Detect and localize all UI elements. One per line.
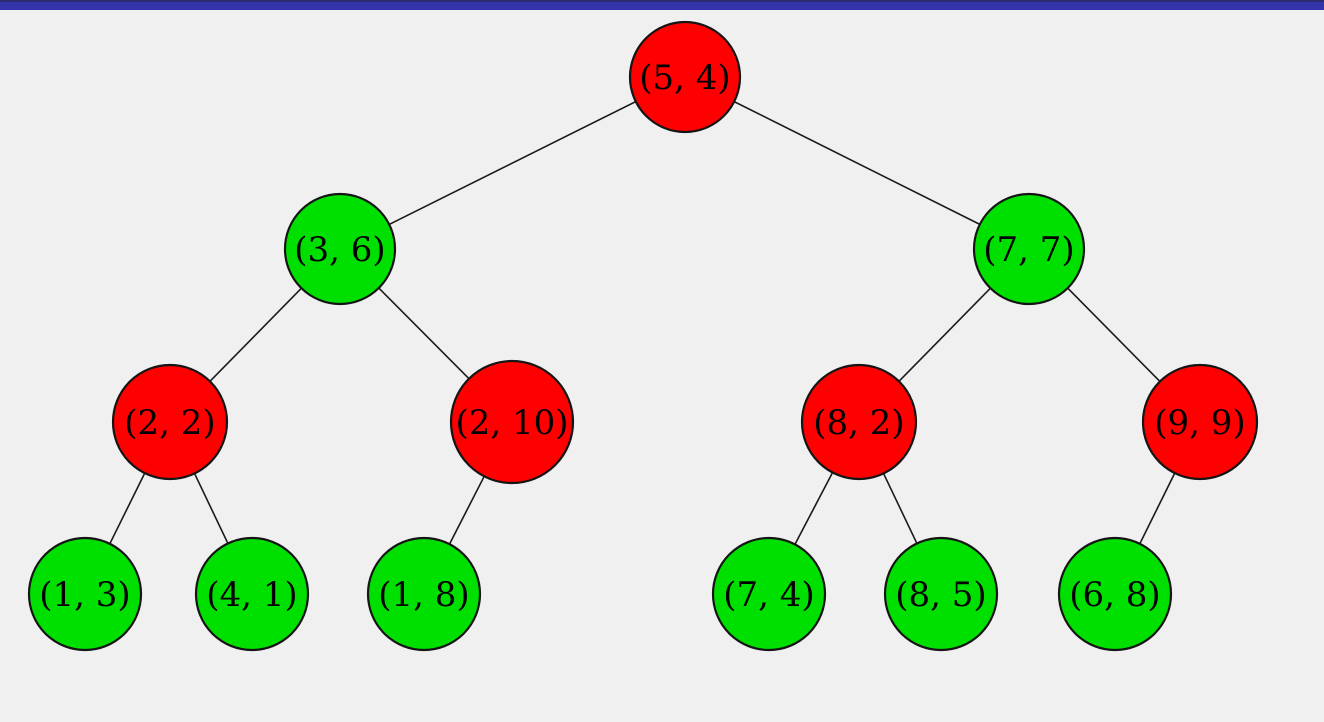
tree-node-label: (2, 2) <box>124 403 215 443</box>
tree-node-label: (7, 4) <box>723 575 814 615</box>
node-layer: (5, 4) (3, 6) (7, 7) (2, 2) (2, 10) (8, 2) (9,… <box>27 20 1259 652</box>
tree-edge <box>209 287 303 382</box>
tree-node-label: (5, 4) <box>639 58 730 98</box>
tree-edge <box>193 473 229 544</box>
tree-edge <box>794 472 834 545</box>
tree-node-circle[interactable] <box>283 192 397 306</box>
tree-node[interactable]: (1, 3) <box>27 536 143 652</box>
tree-node[interactable]: (4, 1) <box>194 536 310 652</box>
tree-edge <box>1067 287 1161 383</box>
tree-node-circle[interactable] <box>711 536 827 652</box>
tree-node-circle[interactable] <box>366 536 482 652</box>
tree-node-circle[interactable] <box>1057 536 1173 652</box>
tree-node[interactable]: (1, 8) <box>366 536 482 652</box>
tree-node-label: (4, 1) <box>206 575 297 615</box>
tree-node-circle[interactable] <box>972 192 1086 306</box>
tree-node-label: (7, 7) <box>983 230 1074 270</box>
tree-node[interactable]: (6, 8) <box>1057 536 1173 652</box>
edge-layer <box>109 100 1176 545</box>
window-title-bar <box>0 0 1324 10</box>
tree-edge <box>882 473 918 544</box>
tree-node-circle[interactable] <box>194 536 310 652</box>
tree-node-label: (2, 10) <box>455 403 568 443</box>
tree-node-circle[interactable] <box>628 20 742 134</box>
tree-node-circle[interactable] <box>800 363 918 481</box>
tree-node-label: (3, 6) <box>294 230 385 270</box>
tree-node[interactable]: (8, 5) <box>883 536 999 652</box>
tree-node[interactable]: (9, 9) <box>1141 363 1259 481</box>
tree-node[interactable]: (2, 10) <box>449 359 575 485</box>
tree-node-label: (6, 8) <box>1069 575 1160 615</box>
tree-node-label: (8, 5) <box>895 575 986 615</box>
tree-edge <box>448 475 485 545</box>
tree-edge <box>898 287 992 382</box>
tree-node-label: (1, 3) <box>39 575 130 615</box>
tree-node[interactable]: (2, 2) <box>111 363 229 481</box>
tree-edge <box>109 472 146 545</box>
tree-node[interactable]: (5, 4) <box>628 20 742 134</box>
tree-node-circle[interactable] <box>449 359 575 485</box>
tree-node-circle[interactable] <box>111 363 229 481</box>
tree-edge <box>733 100 981 226</box>
tree-edge <box>378 287 470 380</box>
tree-node-label: (1, 8) <box>378 575 469 615</box>
tree-node-label: (8, 2) <box>813 403 904 443</box>
tree-node-circle[interactable] <box>27 536 143 652</box>
tree-node[interactable]: (8, 2) <box>800 363 918 481</box>
tree-node[interactable]: (7, 4) <box>711 536 827 652</box>
tree-edge <box>1139 472 1176 545</box>
tree-node-label: (9, 9) <box>1154 403 1245 443</box>
tree-edge <box>388 100 637 226</box>
tree-node-circle[interactable] <box>1141 363 1259 481</box>
tree-node-circle[interactable] <box>883 536 999 652</box>
tree-node[interactable]: (3, 6) <box>283 192 397 306</box>
tree-node[interactable]: (7, 7) <box>972 192 1086 306</box>
